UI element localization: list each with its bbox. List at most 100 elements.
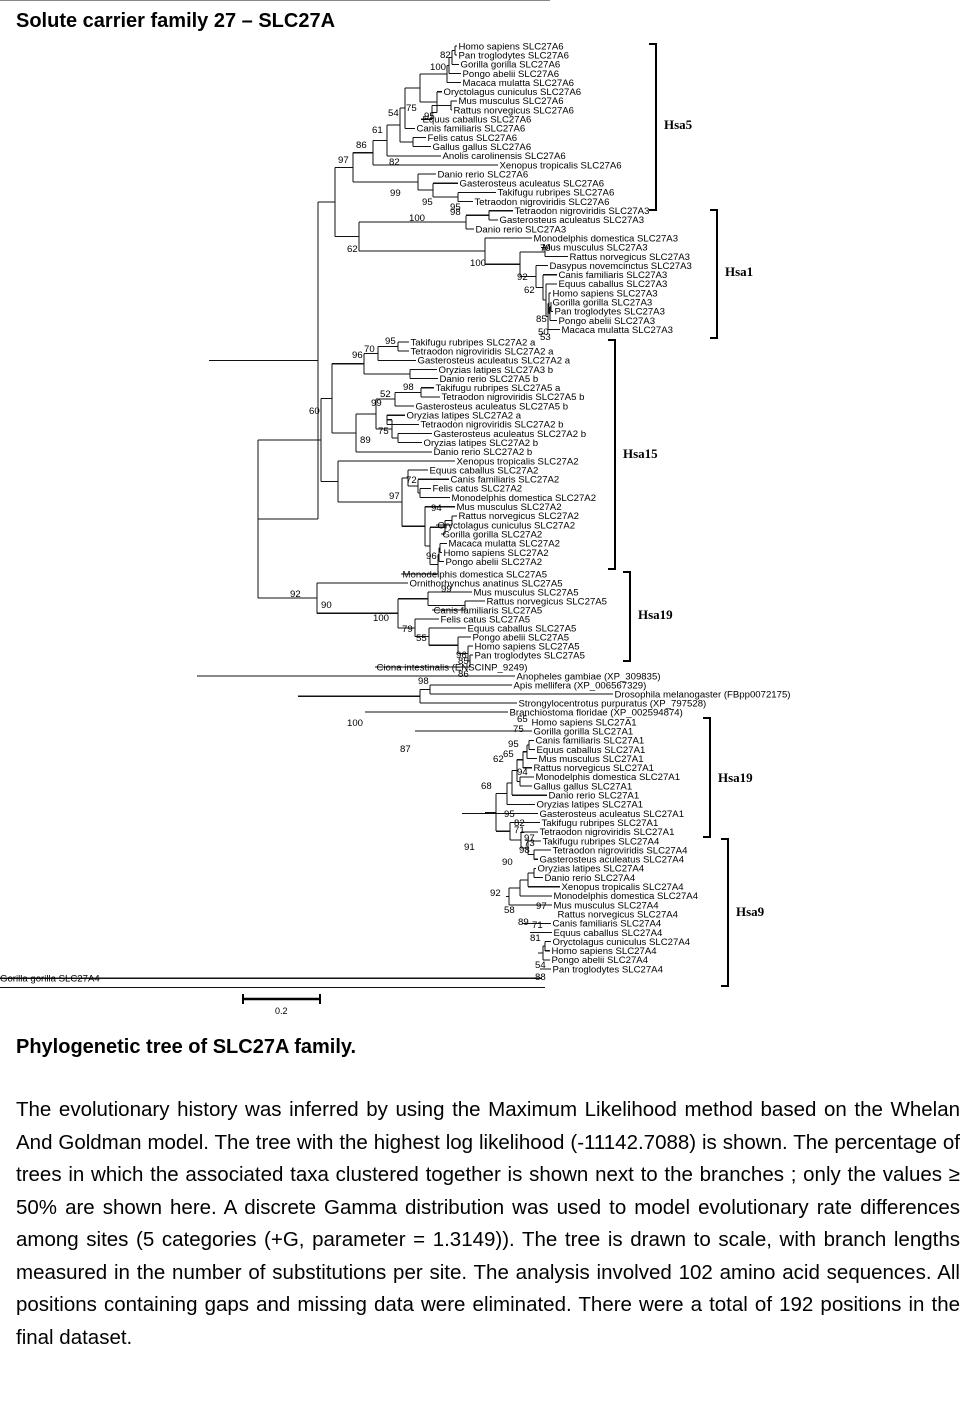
leaf-label: Ciona intestinalis (ENSCINP_9249) (377, 662, 528, 673)
leaf-label: Mus musculus SLC27A1 (539, 754, 644, 765)
leaf-label: Pan troglodytes SLC27A4 (553, 964, 664, 975)
bootstrap-value: 65 (503, 749, 514, 760)
clade-bracket (721, 838, 729, 987)
bootstrap-value: 85 (458, 656, 469, 667)
bootstrap-value: 72 (406, 475, 417, 486)
bootstrap-value: 85 (536, 314, 547, 325)
bootstrap-value: 61 (372, 125, 383, 136)
clade-bracket (703, 717, 711, 838)
leaf-label: Pongo abelii SLC27A5 (473, 632, 570, 643)
bootstrap-value: 100 (409, 213, 425, 224)
leaf-label: Canis familiaris SLC27A2 (451, 475, 560, 486)
bootstrap-value: 86 (356, 140, 367, 151)
leaf-label: Oryzias latipes SLC27A3 b (439, 365, 554, 376)
leaf-label: Gorilla gorilla SLC27A2 (443, 529, 543, 540)
bootstrap-value: 73 (524, 838, 535, 849)
leaf-label: Monodelphis domestica SLC27A4 (554, 891, 699, 902)
bootstrap-value: 94 (431, 503, 442, 514)
bootstrap-value: 100 (347, 718, 363, 729)
bootstrap-value: 97 (389, 491, 400, 502)
leaf-label: Pongo abelii SLC27A4 (552, 955, 649, 966)
leaf-label: Gorilla gorilla SLC27A4 (0, 974, 100, 985)
leaf-label: Danio rerio SLC27A2 b (434, 447, 533, 458)
leaf-label: Gasterosteus aculeatus SLC27A5 b (416, 401, 569, 412)
bootstrap-value: 75 (406, 103, 417, 114)
leaf-label: Equus caballus SLC27A5 (468, 623, 577, 634)
bootstrap-value: 54 (388, 108, 399, 119)
leaf-label: Gallus gallus SLC27A1 (534, 781, 633, 792)
leaf-label: Tetraodon nigroviridis SLC27A2 a (411, 346, 555, 357)
bootstrap-value: 71 (514, 825, 525, 836)
clade-label: Hsa19 (638, 607, 673, 622)
leaf-label: Homo sapiens SLC27A5 (475, 641, 580, 652)
clade-label: Hsa1 (725, 264, 753, 279)
leaf-label: Ornithorhynchus anatinus SLC27A5 (410, 578, 563, 589)
leaf-label: Rattus norvegicus SLC27A1 (534, 763, 655, 774)
bootstrap-value: 99 (441, 584, 452, 595)
bootstrap-value: 95 (385, 336, 396, 347)
bootstrap-value: 98 (519, 845, 530, 856)
leaf-label: Drosophila melanogaster (FBpp0072175) (615, 689, 791, 700)
leaf-label: Pongo abelii SLC27A6 (463, 69, 560, 80)
leaf-label: Takifugu rubripes SLC27A6 (498, 188, 615, 199)
bootstrap-value: 95 (450, 202, 461, 213)
bootstrap-value: 100 (430, 62, 446, 73)
bootstrap-value: 96 (456, 650, 467, 661)
page-title: Solute carrier family 27 – SLC27A (16, 10, 336, 32)
leaf-label: Gasterosteus aculeatus SLC27A2 a (418, 356, 571, 367)
leaf-label: Tetraodon nigroviridis SLC27A5 b (442, 392, 585, 403)
leaf-label: Monodelphis domestica SLC27A5 (403, 569, 548, 580)
clade-label: Hsa9 (736, 904, 765, 919)
bootstrap-value: 96 (426, 551, 437, 562)
bootstrap-value: 95 (422, 197, 433, 208)
bootstrap-value: 82 (514, 818, 525, 829)
leaf-label: Oryctolagus cuniculus SLC27A6 (444, 87, 582, 98)
leaf-label: Gallus gallus SLC27A6 (433, 142, 532, 153)
leaf-label: Strongylocentrotus purpuratus (XP_797528… (519, 698, 707, 709)
leaf-label: Pan troglodytes SLC27A3 (555, 307, 665, 318)
bootstrap-value: 86 (458, 669, 469, 680)
bootstrap-value: 88 (535, 972, 546, 983)
leaf-label: Mus musculus SLC27A3 (543, 243, 648, 254)
leaf-label: Oryctolagus cuniculus SLC27A4 (553, 937, 691, 948)
leaf-label: Equus caballus SLC27A6 (423, 115, 532, 126)
leaf-label: Takifugu rubripes SLC27A5 a (436, 383, 561, 394)
leaf-label: Canis familiaris SLC27A6 (417, 124, 526, 135)
bootstrap-value: 62 (524, 285, 535, 296)
bootstrap-value: 90 (321, 600, 332, 611)
bootstrap-value: 62 (493, 754, 504, 765)
bootstrap-value: 97 (338, 155, 349, 166)
bootstrap-value: 95 (508, 739, 519, 750)
leaf-label: Homo sapiens SLC27A1 (532, 717, 637, 728)
clade-bracket (710, 209, 718, 339)
leaf-label: Monodelphis domestica SLC27A1 (536, 772, 681, 783)
bootstrap-value: 100 (470, 258, 486, 269)
leaf-label: Tetraodon nigroviridis SLC27A6 (475, 197, 610, 208)
bootstrap-value: 98 (403, 382, 414, 393)
bootstrap-value: 95 (504, 809, 515, 820)
leaf-label: Equus caballus SLC27A4 (554, 928, 663, 939)
bootstrap-value: 94 (517, 767, 528, 778)
leaf-label: Dasypus novemcinctus SLC27A3 (550, 261, 692, 272)
bootstrap-value: 55 (416, 633, 427, 644)
leaf-label: Danio rerio SLC27A5 b (440, 374, 539, 385)
leaf-label: Pan troglodytes SLC27A6 (459, 50, 569, 61)
bootstrap-value: 99 (371, 398, 382, 409)
leaf-label: Mus musculus SLC27A2 (457, 502, 562, 513)
leaf-label: Oryzias latipes SLC27A4 (538, 864, 645, 875)
clade-label: Hsa15 (623, 446, 658, 461)
bootstrap-value: 62 (347, 244, 358, 255)
clade-label: Hsa5 (664, 117, 693, 132)
leaf-label: Tetraodon nigroviridis SLC27A4 (553, 845, 689, 856)
leaf-label: Gorilla gorilla SLC27A3 (553, 298, 653, 309)
leaf-label: Oryzias latipes SLC27A1 (537, 800, 644, 811)
tree-branches (0, 0, 613, 988)
leaf-label: Oryzias latipes SLC27A2 b (424, 438, 539, 449)
bootstrap-value: 82 (389, 157, 400, 168)
bootstrap-value: 95 (424, 111, 435, 122)
leaf-label: Danio rerio SLC27A6 (438, 169, 529, 180)
bootstrap-value: 92 (290, 589, 301, 600)
leaf-label: Gorilla gorilla SLC27A6 (461, 60, 561, 71)
